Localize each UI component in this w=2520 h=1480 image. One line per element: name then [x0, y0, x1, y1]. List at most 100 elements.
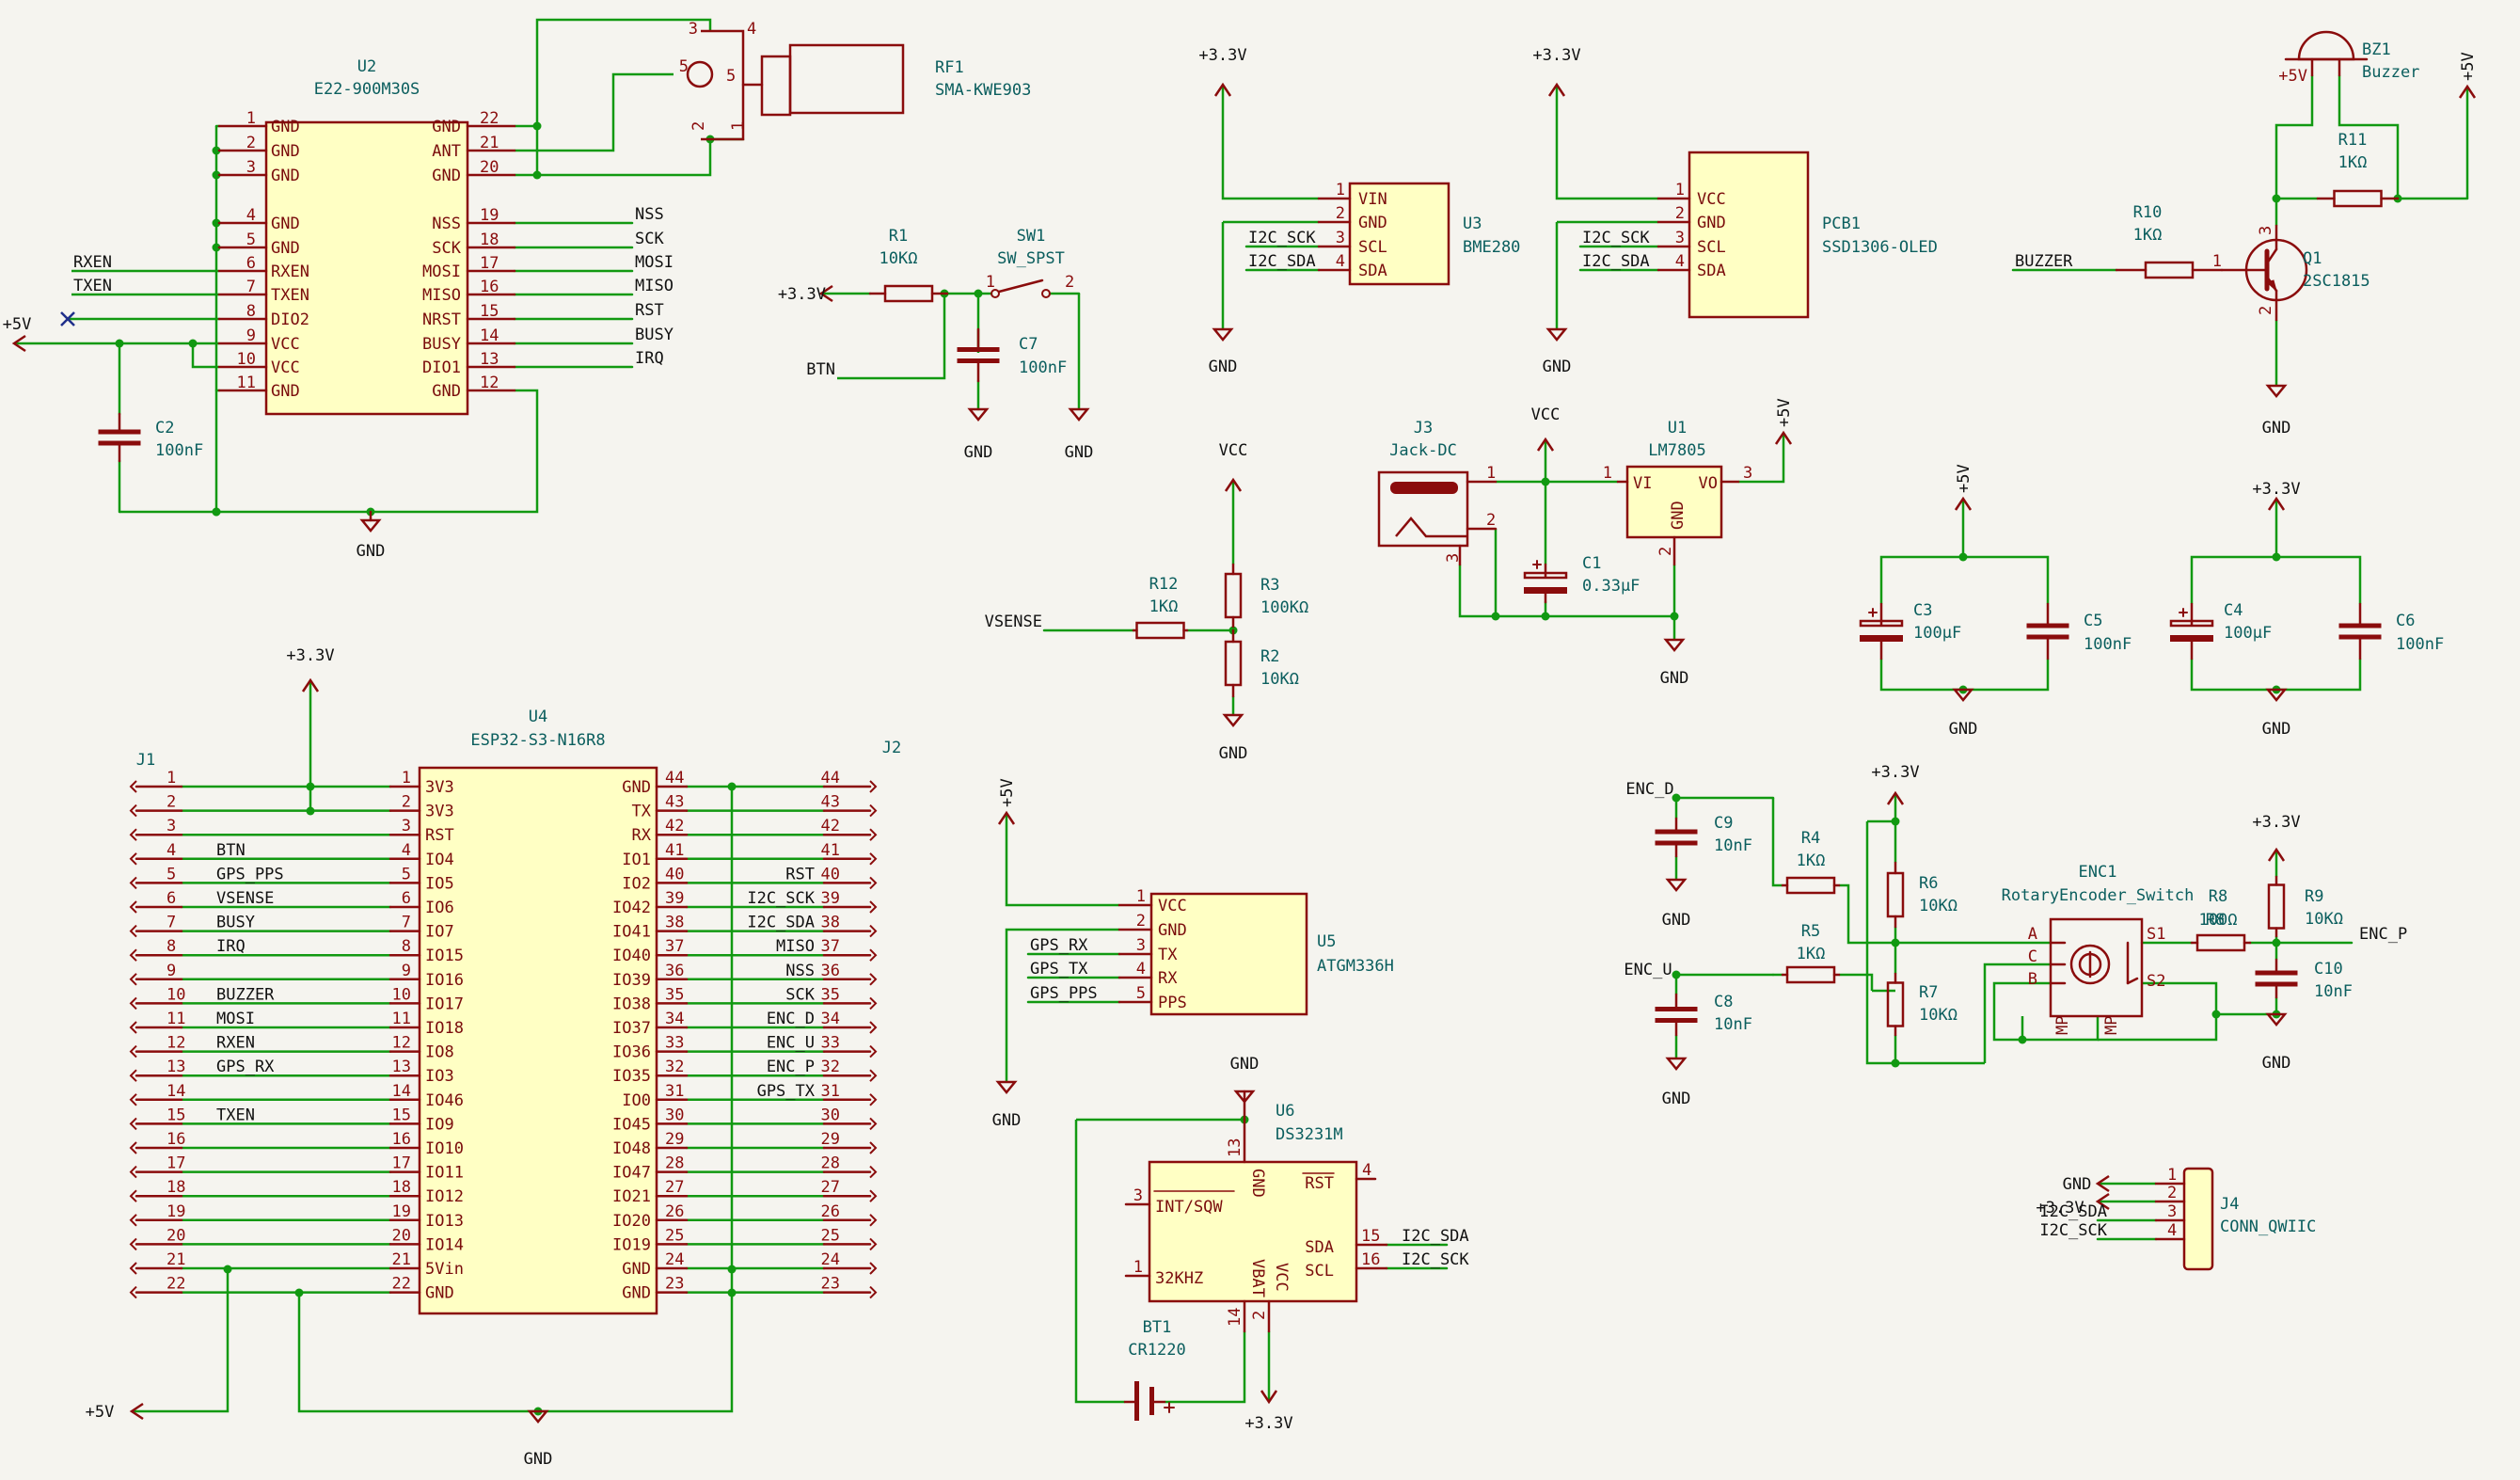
pin-name: IO8: [425, 1043, 454, 1062]
connector-pin-mark: [129, 1165, 137, 1179]
connector-pin-mark: [129, 1141, 137, 1154]
pin-number: 38: [665, 914, 684, 932]
net-label: MISO: [635, 277, 674, 295]
pin-number: 10: [392, 985, 411, 1004]
pin-number: 40: [665, 865, 684, 883]
pin-number: 20: [480, 158, 499, 177]
connector-pin-mark: [869, 1237, 878, 1251]
capacitor-plate: [1655, 1018, 1698, 1023]
pin-number: 16: [480, 278, 499, 296]
connector-pin-mark: [869, 948, 878, 962]
pin-number: 18: [480, 231, 499, 249]
wire: [1005, 928, 1119, 1082]
power-arrow-symbol: [1547, 82, 1566, 97]
enc1-ref: ENC1: [2079, 863, 2117, 882]
pin-name: IO14: [425, 1235, 464, 1254]
q1-emitter-arrow: [2265, 279, 2277, 293]
c10-value: 10nF: [2314, 982, 2353, 1001]
enc1-body: [2049, 917, 2144, 1018]
pin-name: GND: [622, 1260, 651, 1279]
pin-number: 16: [392, 1130, 411, 1149]
pin-number: 2: [1675, 204, 1685, 223]
wire: [297, 787, 734, 1413]
net-label: ENC_U: [767, 1034, 815, 1053]
resistor-body: [2333, 189, 2383, 208]
pin-name: IO21: [612, 1187, 651, 1206]
pin-name: GND: [1697, 214, 1726, 232]
pin-name: GND: [271, 239, 300, 258]
pin-name: PPS: [1158, 994, 1187, 1012]
r7-value: 10KΩ: [1919, 1006, 1957, 1025]
wire: [1165, 1331, 1246, 1404]
resistor-body: [1886, 981, 1905, 1027]
net-label: NSS: [635, 205, 664, 224]
symbol-line: [2126, 977, 2139, 985]
net-label-enc-p: ENC_P: [2359, 925, 2407, 944]
net-label: BUSY: [216, 914, 255, 932]
pin-name: IO9: [425, 1115, 454, 1134]
pin-name: IO42: [612, 899, 651, 917]
pin-name: GND: [432, 167, 461, 185]
resistor-body: [1135, 621, 1185, 640]
pin-number: 1: [729, 121, 748, 131]
wire: [837, 294, 946, 380]
connector-pin-mark: [869, 1214, 878, 1227]
net-label: MOSI: [216, 1010, 255, 1028]
pin-number: 9: [402, 962, 411, 980]
pin-number: 41: [665, 841, 684, 860]
pin-number: 14: [1226, 1308, 1244, 1327]
pin-number: 1: [1136, 887, 1146, 906]
pin-name: ANT: [432, 142, 461, 161]
c9-ref: C9: [1714, 814, 1733, 833]
pin-number: 22: [480, 109, 499, 128]
ground-label: GND: [2262, 720, 2291, 739]
pin-number: 1: [1133, 1258, 1143, 1277]
pin-number: 17: [392, 1154, 411, 1173]
u6-body: [1148, 1160, 1358, 1303]
pin-number: 39: [821, 889, 840, 908]
j4-ref: J4: [2220, 1195, 2239, 1214]
pin-name: GND: [622, 778, 651, 797]
ground-label: GND: [964, 443, 993, 462]
net-label: GPS_TX: [1030, 960, 1088, 979]
r7-ref: R7: [1919, 983, 1938, 1002]
r4-ref: R4: [1801, 829, 1820, 848]
symbol-layer: [11, 29, 2477, 1424]
pin-number: 1: [1336, 181, 1345, 199]
net-label: GPS_PPS: [1030, 984, 1098, 1003]
pin-number: 5: [679, 57, 689, 76]
ground-symbol: [1068, 407, 1090, 422]
pin-number: 21: [392, 1250, 411, 1269]
pin-number: 22: [392, 1275, 411, 1294]
power-arrow-symbol: [129, 1402, 144, 1421]
pin-name: SCL: [1358, 238, 1387, 257]
pin-number: 38: [821, 914, 840, 932]
connector-pin-mark: [869, 876, 878, 890]
junction-dot: [2272, 194, 2281, 203]
wire: [1839, 973, 1874, 991]
ground-label: GND: [2262, 419, 2291, 438]
net-label: +3.3V: [2036, 1199, 2084, 1217]
pin-number: 2: [1486, 511, 1496, 530]
power-label: +5V: [1775, 398, 1794, 427]
wire: [2142, 981, 2276, 1016]
pin-number: 5: [166, 865, 176, 883]
wire: [537, 139, 712, 177]
pin-name: SDA: [1305, 1238, 1334, 1257]
r1-value: 10KΩ: [880, 249, 918, 268]
pin-number: 15: [392, 1106, 411, 1124]
r6-ref: R6: [1919, 874, 1938, 893]
pin-number: 5: [726, 67, 736, 86]
pin-name: RST: [425, 826, 454, 845]
pin-name: IO37: [612, 1019, 651, 1038]
rf1-ref: RF1: [935, 58, 964, 77]
pin-number: 8: [402, 937, 411, 956]
pin-name: IO40: [612, 947, 651, 965]
pin-name: IO35: [612, 1067, 651, 1086]
ground-label: GND: [1662, 911, 1691, 930]
net-label: ENC_D: [767, 1010, 815, 1028]
junction-dot: [306, 782, 315, 791]
pin-number: 1: [246, 109, 256, 128]
